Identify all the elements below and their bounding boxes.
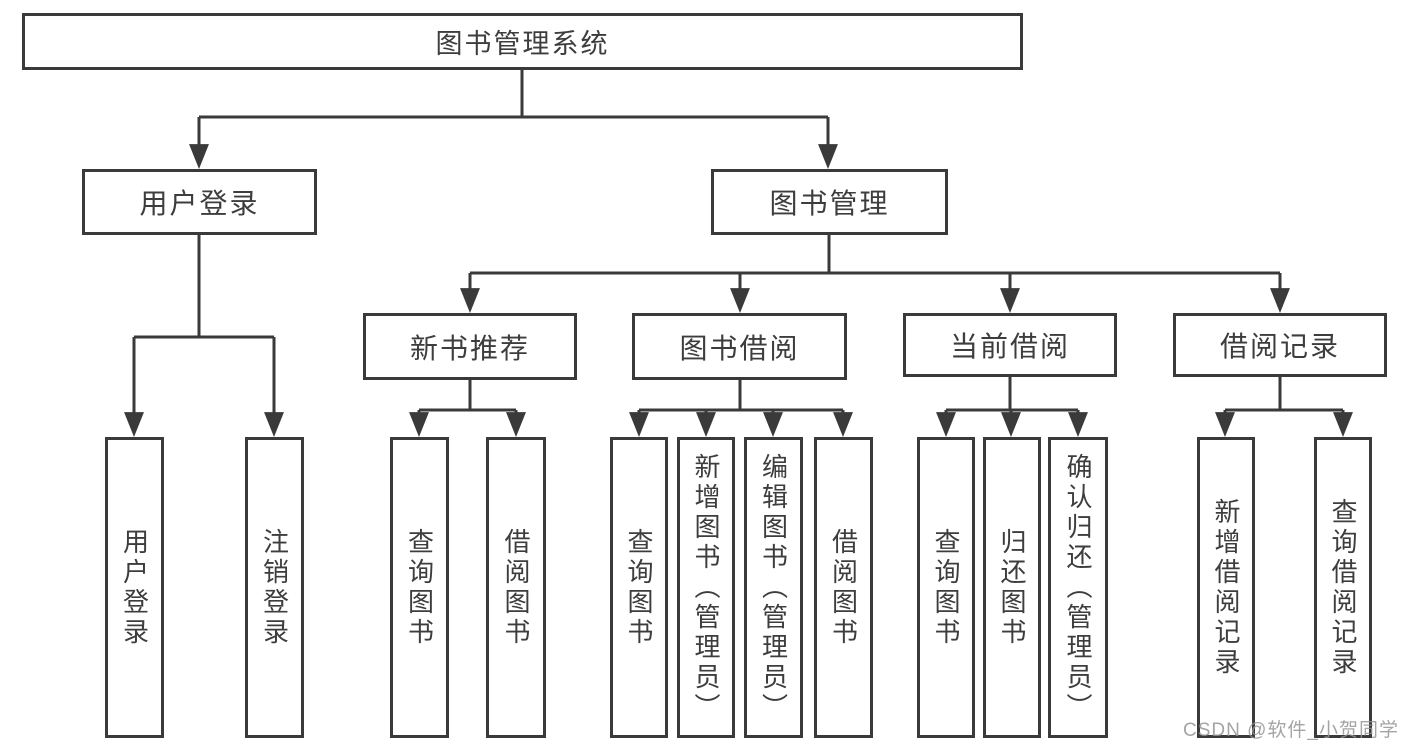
node-cb-query-books: 查询图书 — [917, 437, 975, 738]
node-label: 借阅图书 — [501, 527, 531, 648]
node-br-add-record: 新增借阅记录 — [1197, 437, 1255, 738]
node-borrowing-records: 借阅记录 — [1173, 313, 1387, 377]
node-bb-borrow-books: 借阅图书 — [814, 437, 873, 738]
node-label: 图书管理 — [769, 188, 890, 219]
node-label: 借阅图书 — [828, 527, 859, 648]
node-logout: 注销登录 — [245, 437, 304, 738]
node-label: 查询图书 — [404, 527, 435, 648]
node-nbr-borrow-books: 借阅图书 — [486, 437, 546, 738]
node-label: 新书推荐 — [409, 332, 530, 364]
node-bb-add-books-admin: 新增图书（管理员） — [677, 437, 735, 738]
node-label: 新增图书（管理员） — [691, 452, 721, 723]
node-label: 用户登录 — [119, 527, 150, 648]
node-label: 当前借阅 — [949, 331, 1070, 362]
connector-root-to-level1 — [189, 69, 838, 169]
node-label: 用户登录 — [139, 188, 260, 219]
node-current-borrowing: 当前借阅 — [903, 313, 1117, 377]
node-cb-confirm-return-admin: 确认归还（管理员） — [1048, 437, 1108, 738]
csdn-watermark: CSDN @软件_小贺同学 — [1183, 720, 1399, 741]
node-label: 查询图书 — [624, 527, 654, 648]
node-label: 借阅记录 — [1219, 331, 1340, 362]
connector-book-borrowing-children — [629, 380, 853, 437]
node-nbr-query-books: 查询图书 — [390, 437, 449, 738]
node-user-login-branch: 用户登录 — [82, 169, 317, 235]
node-label: 新增借阅记录 — [1211, 497, 1241, 678]
connector-borrowing-records-children — [1215, 377, 1353, 437]
node-bb-edit-books-admin: 编辑图书（管理员） — [744, 437, 803, 738]
node-br-query-record: 查询借阅记录 — [1314, 437, 1372, 738]
node-label: 编辑图书（管理员） — [758, 452, 789, 723]
node-label: 图书借阅 — [679, 332, 800, 364]
node-label: 图书管理系统 — [435, 29, 610, 59]
node-book-management: 图书管理 — [711, 169, 948, 235]
node-user-login-leaf: 用户登录 — [105, 437, 164, 738]
node-cb-return-books: 归还图书 — [983, 437, 1041, 738]
node-label: 查询图书 — [931, 527, 961, 648]
connector-current-borrowing-children — [936, 377, 1088, 437]
node-label: 查询借阅记录 — [1328, 497, 1358, 678]
node-library-management-system: 图书管理系统 — [22, 13, 1023, 70]
node-book-borrowing: 图书借阅 — [632, 313, 847, 380]
node-label: 确认归还（管理员） — [1063, 452, 1093, 723]
connector-new-book-recommendation-children — [409, 380, 526, 437]
node-label: 注销登录 — [259, 527, 290, 648]
node-bb-query-books: 查询图书 — [610, 437, 668, 738]
connector-book-management-children — [460, 235, 1290, 313]
node-new-book-recommendation: 新书推荐 — [363, 313, 577, 380]
node-label: 归还图书 — [997, 527, 1027, 648]
connector-user-login-children — [124, 234, 284, 437]
